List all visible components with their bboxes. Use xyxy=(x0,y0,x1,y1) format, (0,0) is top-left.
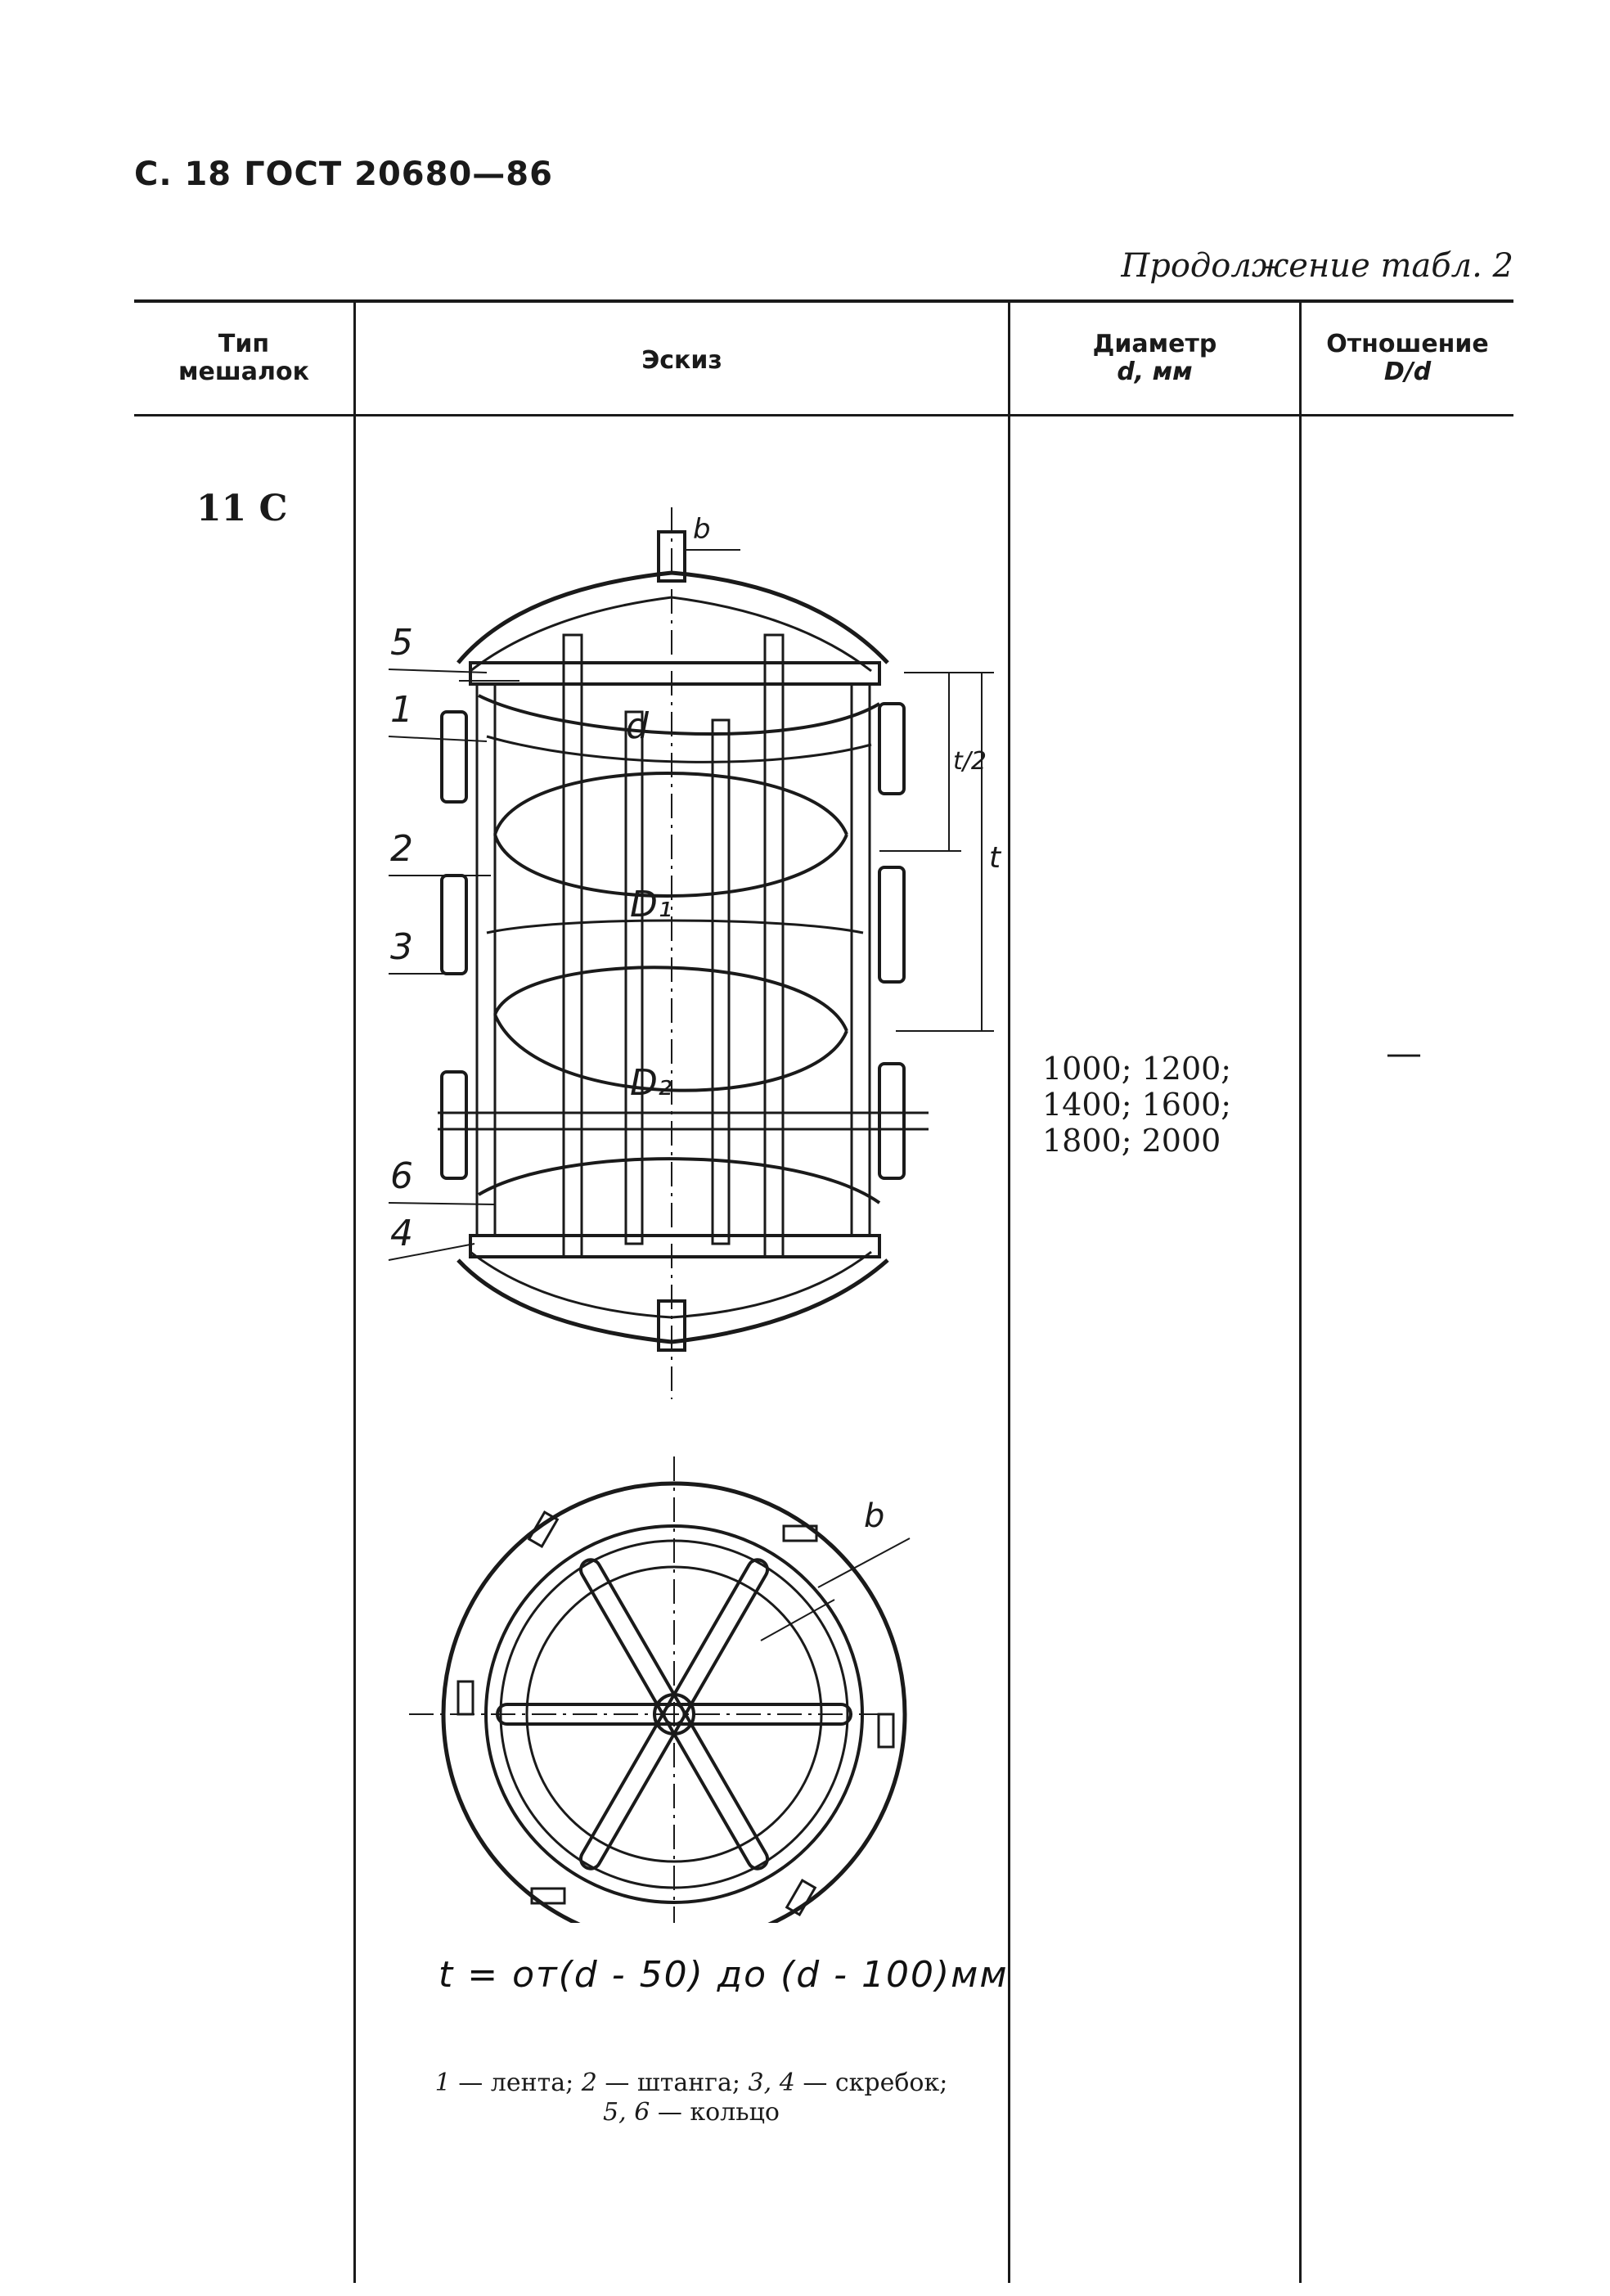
callout-3: 3 xyxy=(390,926,413,968)
dim-half-t: t/2 xyxy=(953,747,987,776)
table-continuation-label: Продолжение табл. 2 xyxy=(1121,247,1513,285)
pitch-formula: t = от(d - 50) до (d - 100)мм xyxy=(438,1954,1009,1996)
callout-4: 4 xyxy=(390,1213,413,1254)
dim-D1: D₁ xyxy=(630,884,672,925)
legend-num-1: 1 xyxy=(434,2069,451,2097)
dim-b-top: b xyxy=(693,513,711,546)
legend-num-4: 5, 6 xyxy=(603,2098,650,2127)
agitator-type: 11 С xyxy=(196,488,288,529)
dim-D2: D₂ xyxy=(630,1062,672,1104)
column-header-type: Тип мешалок xyxy=(178,330,309,386)
legend-num-2: 2 xyxy=(581,2069,597,2097)
agitator-plan-view-sketch: b xyxy=(409,1456,911,1923)
dim-d: d xyxy=(626,705,650,747)
column-divider-3 xyxy=(1299,303,1302,2283)
dim-t: t xyxy=(989,841,1002,875)
legend-num-3: 3, 4 xyxy=(748,2069,795,2097)
diameter-values: 1000; 1200; 1400; 1600; 1800; 2000 xyxy=(1042,1051,1232,1159)
agitator-side-view-sketch: 5 1 2 3 6 4 d D₁ D₂ t t/2 b xyxy=(388,507,1002,1399)
callout-1: 1 xyxy=(390,689,413,731)
callout-2: 2 xyxy=(390,828,413,870)
table-header-rule xyxy=(134,414,1513,416)
ratio-value: — xyxy=(1386,1033,1422,1074)
legend-text-2: — штанга; xyxy=(596,2069,749,2097)
legend-text-3: — скребок; xyxy=(794,2069,948,2097)
column-header-sketch: Эскиз xyxy=(641,346,722,375)
legend-text-4: — кольцо xyxy=(650,2098,780,2127)
page-header: С. 18 ГОСТ 20680—86 xyxy=(134,155,553,193)
column-divider-2 xyxy=(1008,303,1010,2283)
column-header-ratio: Отношение D/d xyxy=(1326,330,1489,386)
sketch-legend: 1 — лента; 2 — штанга; 3, 4 — скребок; 5… xyxy=(368,2069,1014,2127)
legend-text-1: — лента; xyxy=(450,2069,582,2097)
dim-b-plan: b xyxy=(864,1497,884,1535)
callout-6: 6 xyxy=(390,1155,413,1197)
column-divider-1 xyxy=(353,303,356,2283)
column-header-diameter: Диаметр d, мм xyxy=(1092,330,1217,386)
table-top-rule xyxy=(134,299,1513,303)
callout-5: 5 xyxy=(390,622,413,664)
